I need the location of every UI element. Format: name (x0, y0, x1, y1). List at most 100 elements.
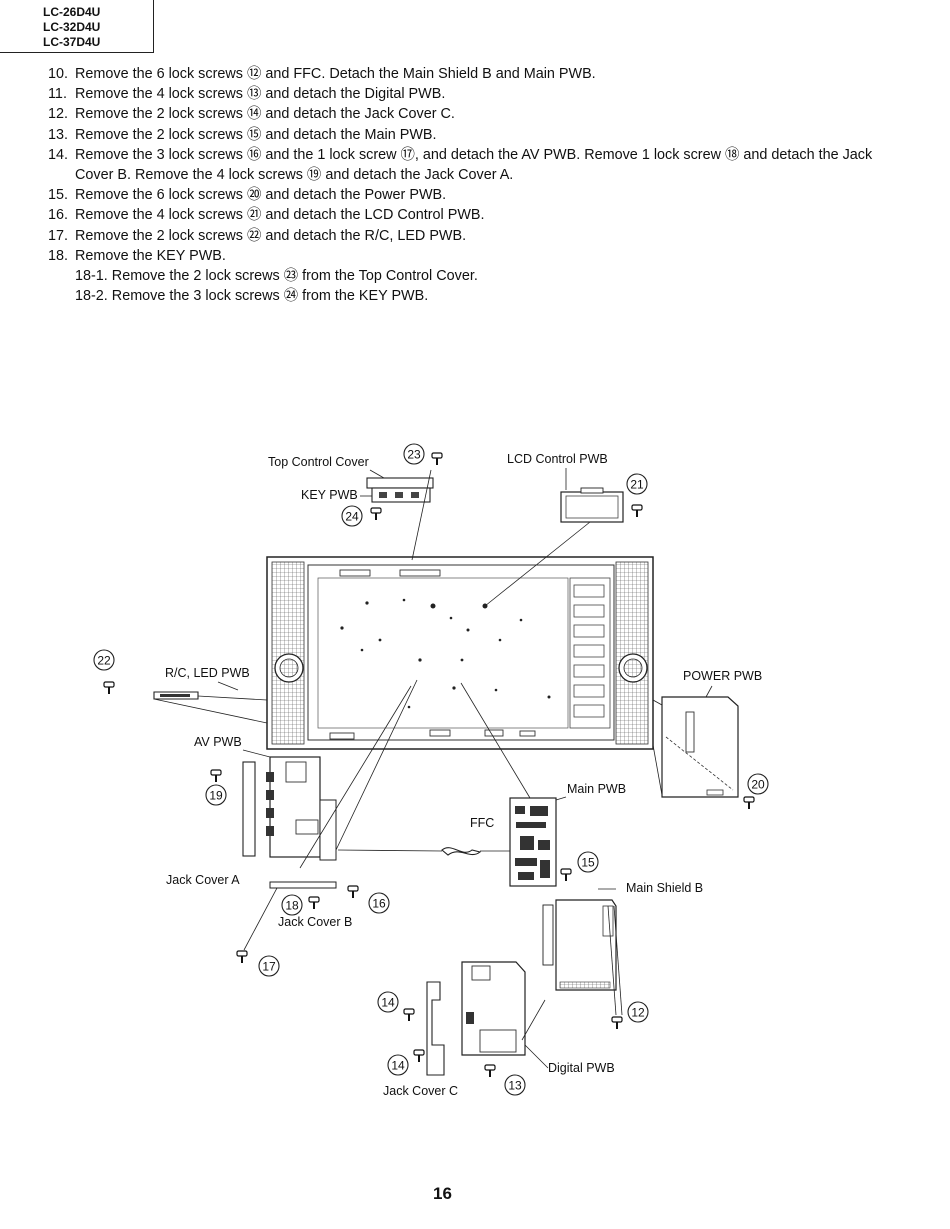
callout-13: 13 (504, 1074, 526, 1096)
diagram-label-main-shield-b: Main Shield B (626, 881, 703, 895)
step-number: 17. (48, 227, 69, 244)
step-item: 15. Remove the 6 lock screws ⑳ and detach… (48, 185, 908, 205)
callout-18: 18 (281, 894, 303, 916)
diagram-label-rc-led-pwb: R/C, LED PWB (165, 666, 250, 680)
svg-text:24: 24 (345, 510, 359, 524)
step-item: 11. Remove the 4 lock screws ⑬ and detach… (48, 84, 908, 104)
step-number: 16. (48, 207, 69, 224)
callout-14: 14 (377, 991, 399, 1013)
svg-text:18: 18 (285, 899, 299, 913)
screw-icon (743, 796, 755, 810)
callout-12: 12 (627, 1001, 649, 1023)
model-number: LC-37D4U (43, 35, 101, 49)
step-item: 14. Remove the 3 lock screws ⑯ and the 1 … (48, 145, 908, 185)
step-number: 18. (48, 247, 69, 264)
step-text: Remove the 3 lock screws ⑯ and the 1 loc… (75, 146, 873, 184)
screw-icon (631, 504, 643, 518)
step-text: Remove the 2 lock screws ⑮ and detach th… (75, 126, 437, 143)
step-text: Remove the KEY PWB. (75, 247, 226, 264)
screw-icon (370, 507, 382, 521)
page-number: 16 (433, 1184, 452, 1203)
main-shield-b-part (542, 899, 617, 991)
power-pwb-part (661, 696, 739, 798)
diagram-label-main-pwb: Main PWB (567, 782, 626, 796)
step-item: 13. Remove the 2 lock screws ⑮ and detach… (48, 125, 908, 145)
callout-14: 14 (387, 1054, 409, 1076)
step-text: Remove the 6 lock screws ⑫ and FFC. Deta… (75, 66, 596, 82)
diagram-label-av-pwb: AV PWB (194, 735, 242, 749)
callout-15: 15 (577, 851, 599, 873)
diagram-label-jack-cover-c: Jack Cover C (383, 1084, 458, 1098)
svg-text:19: 19 (209, 789, 223, 803)
step-text: Remove the 6 lock screws ⑳ and detach th… (75, 187, 447, 204)
callout-19: 19 (205, 784, 227, 806)
main-pwb-part (509, 797, 557, 887)
svg-text:23: 23 (407, 448, 421, 462)
step-number: 13. (48, 126, 69, 143)
svg-text:14: 14 (381, 996, 395, 1010)
step-text: Remove the 4 lock screws ⑬ and detach th… (75, 86, 446, 103)
lcd-chassis (266, 556, 654, 750)
screw-icon (103, 681, 115, 695)
step-number: 11. (48, 86, 67, 103)
screw-icon (347, 885, 359, 899)
callout-21: 21 (626, 473, 648, 495)
step-item: 16. Remove the 4 lock screws ㉑ and detach… (48, 205, 908, 225)
svg-text:12: 12 (631, 1006, 645, 1020)
step-number: 12. (48, 106, 69, 123)
exploded-view-diagram: Top Control Cover KEY PWB LCD Control PW… (93, 443, 769, 1098)
model-number-box: LC-26D4U LC-32D4U LC-37D4U (0, 0, 154, 53)
screw-icon (210, 769, 222, 783)
callout-24: 24 (341, 505, 363, 527)
diagram-label-ffc: FFC (470, 816, 494, 830)
callout-17: 17 (258, 955, 280, 977)
av-pwb-part (242, 756, 337, 889)
lcd-control-pwb-part (560, 487, 624, 523)
step-item: 12. Remove the 2 lock screws ⑭ and detach… (48, 104, 908, 124)
svg-text:15: 15 (581, 856, 595, 870)
step-number: 14. (48, 146, 69, 163)
callout-20: 20 (747, 773, 769, 795)
step-text: Remove the 2 lock screws ⑭ and detach th… (75, 106, 455, 123)
screw-icon (560, 868, 572, 882)
ffc-cable (441, 847, 482, 856)
step-number: 10. (48, 66, 69, 82)
step-text: Remove the 4 lock screws ㉑ and detach th… (75, 207, 485, 224)
step-item: 17.Remove the 2 lock screws ㉒ and detach… (48, 226, 908, 246)
screw-icon (236, 950, 248, 964)
diagram-label-top-control-cover: Top Control Cover (268, 455, 369, 469)
callout-22: 22 (93, 649, 115, 671)
diagram-label-lcd-control-pwb: LCD Control PWB (507, 452, 608, 466)
diagram-label-jack-cover-a: Jack Cover A (166, 873, 240, 887)
procedure-steps: 10. Remove the 6 lock screws ⑫ and FFC. D… (48, 64, 908, 306)
diagram-label-digital-pwb: Digital PWB (548, 1061, 615, 1075)
screw-icon (484, 1064, 496, 1078)
step-item: 10. Remove the 6 lock screws ⑫ and FFC. D… (48, 64, 908, 84)
leader-lines (153, 468, 713, 1069)
step-item: 18. Remove the KEY PWB. 18-1. Remove the … (48, 246, 908, 307)
callout-23: 23 (403, 443, 425, 465)
digital-pwb-part (426, 961, 526, 1076)
model-number: LC-32D4U (43, 20, 101, 34)
screw-icon (431, 452, 443, 466)
diagram-label-jack-cover-b: Jack Cover B (278, 915, 352, 929)
step-number: 15. (48, 187, 69, 204)
svg-text:21: 21 (630, 478, 644, 492)
svg-text:20: 20 (751, 778, 765, 792)
svg-text:16: 16 (372, 897, 386, 911)
svg-text:14: 14 (391, 1059, 405, 1073)
svg-text:22: 22 (97, 654, 111, 668)
screw-icon (413, 1049, 425, 1063)
model-number: LC-26D4U (43, 5, 101, 19)
rc-led-pwb-part (153, 691, 199, 700)
sub-step-text: 18-1. Remove the 2 lock screws ㉓ from th… (75, 268, 478, 285)
top-control-cover-part (366, 477, 434, 503)
sub-step-text: 18-2. Remove the 3 lock screws ㉔ from th… (75, 288, 429, 305)
screw-icon (308, 896, 320, 910)
svg-text:13: 13 (508, 1079, 522, 1093)
svg-text:17: 17 (262, 960, 276, 974)
callout-16: 16 (368, 892, 390, 914)
diagram-label-power-pwb: POWER PWB (683, 669, 762, 683)
screw-icon (611, 1016, 623, 1030)
screw-icon (403, 1008, 415, 1022)
